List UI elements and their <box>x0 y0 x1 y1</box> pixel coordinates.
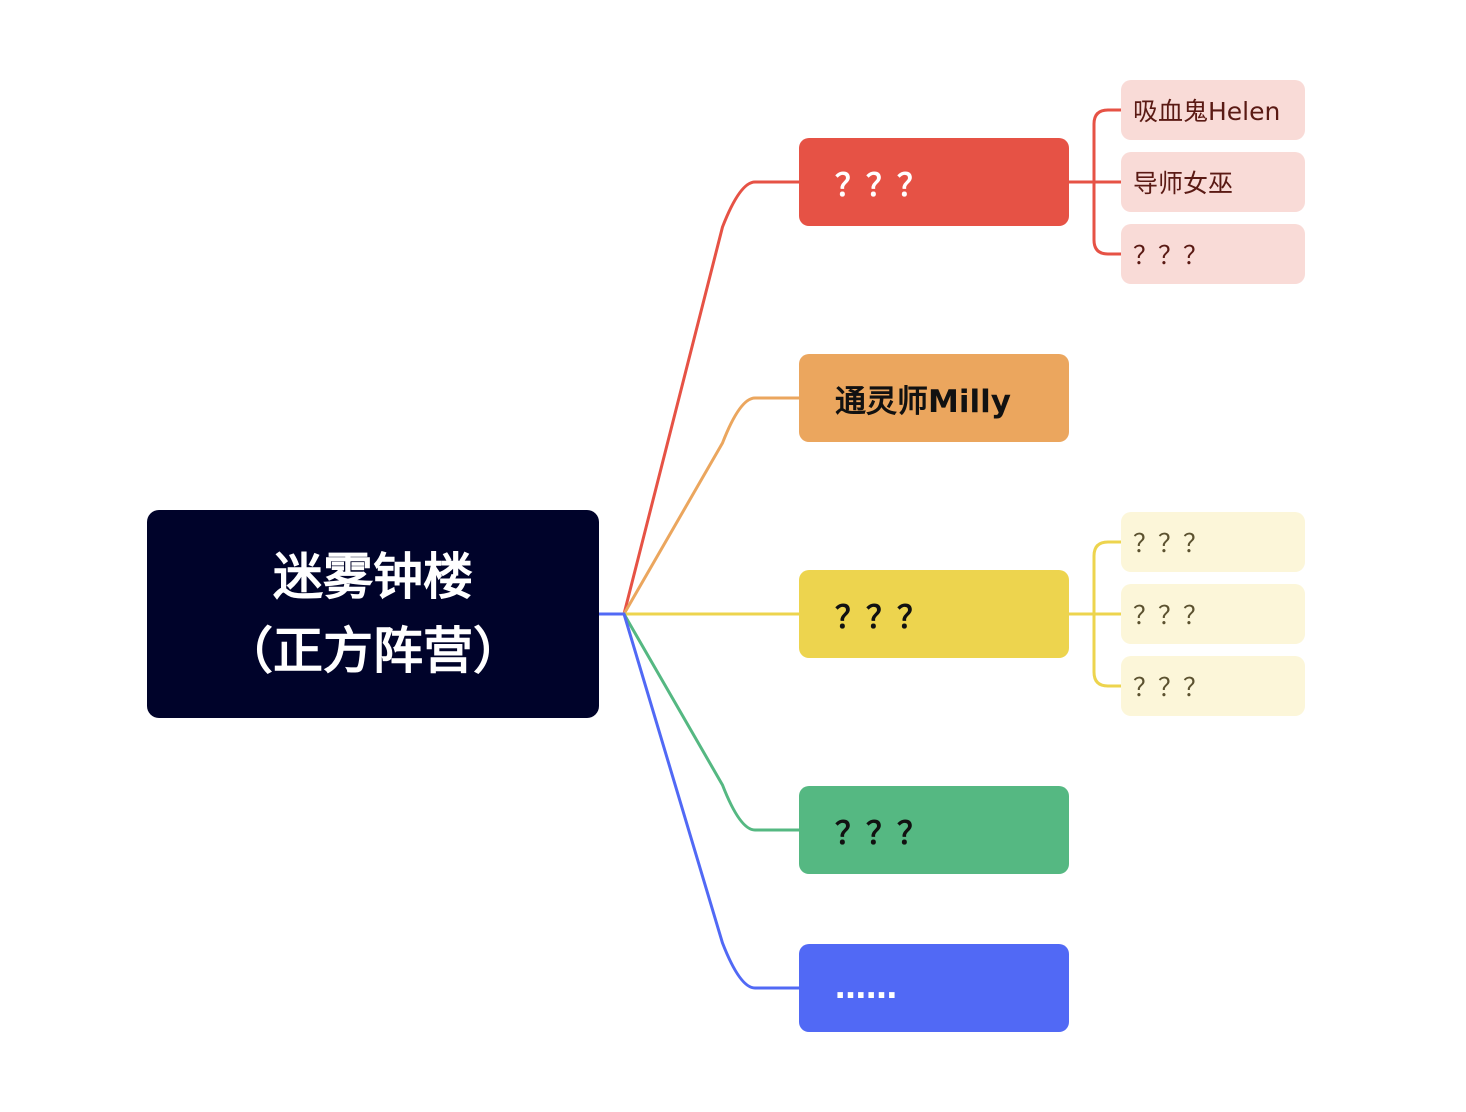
leaf-node-1-3-label: ？？？ <box>1133 241 1209 270</box>
connector-leaf-bracket-1 <box>1092 108 1123 256</box>
leaf-node-1-2[interactable]: 导师女巫 <box>1121 152 1305 212</box>
leaf-node-1-3[interactable]: ？？？ <box>1121 224 1305 284</box>
leaf-node-1-1[interactable]: 吸血鬼Helen <box>1121 80 1305 140</box>
connector-branch-2 <box>597 396 801 616</box>
branch-node-2[interactable]: 通灵师Milly <box>799 354 1069 442</box>
leaf-node-3-2[interactable]: ？？？ <box>1121 584 1305 644</box>
leaf-node-3-2-label: ？？？ <box>1133 601 1209 630</box>
leaf-node-3-1-label: ？？？ <box>1133 529 1209 558</box>
leaf-node-1-1-label: 吸血鬼Helen <box>1133 97 1281 126</box>
leaf-node-3-3[interactable]: ？？？ <box>1121 656 1305 716</box>
branch-node-4-label: ？？？ <box>835 815 928 852</box>
branch-node-3-label: ？？？ <box>835 599 928 636</box>
branch-node-4[interactable]: ？？？ <box>799 786 1069 874</box>
branch-node-5[interactable]: …… <box>799 944 1069 1032</box>
root-node[interactable]: 迷雾钟楼 （正方阵营） <box>147 510 599 718</box>
branch-node-3[interactable]: ？？？ <box>799 570 1069 658</box>
branch-node-5-label: …… <box>835 970 897 1006</box>
branch-node-1-label: ？？？ <box>835 167 928 204</box>
connector-branch-5 <box>597 612 801 990</box>
connector-leaf-bracket-3 <box>1092 540 1123 688</box>
connector-branch-4 <box>597 612 801 832</box>
branch-node-1[interactable]: ？？？ <box>799 138 1069 226</box>
connector-branch-1 <box>597 180 801 616</box>
root-node-label: 迷雾钟楼 （正方阵营） <box>223 548 523 680</box>
leaf-node-3-3-label: ？？？ <box>1133 673 1209 702</box>
branch-node-2-label: 通灵师Milly <box>835 383 1011 420</box>
leaf-node-3-1[interactable]: ？？？ <box>1121 512 1305 572</box>
leaf-node-1-2-label: 导师女巫 <box>1133 169 1234 198</box>
